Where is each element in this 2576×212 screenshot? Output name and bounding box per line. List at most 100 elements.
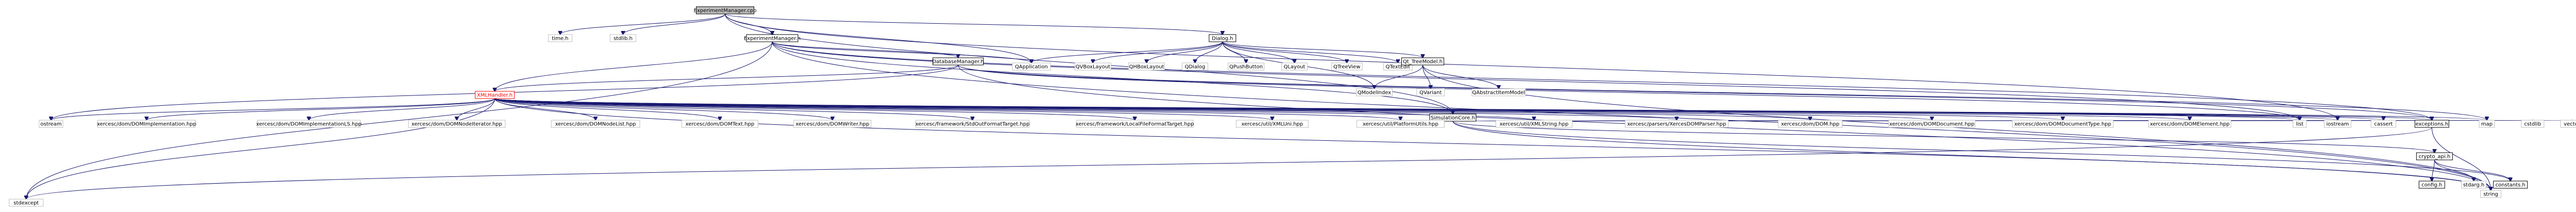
node-layer: ExperimentManager.cpp time.h stdlib.h Exper…	[9, 6, 2576, 207]
edge-xmlh-to-dom-impl-ls	[309, 98, 495, 120]
node-simcore[interactable]: SimulationCore.h	[1429, 113, 1477, 122]
node-label: QModelIndex	[1358, 90, 1392, 96]
node-box	[2324, 120, 2351, 128]
node-box	[1012, 62, 1051, 71]
node-constants[interactable]: constants.h	[2493, 181, 2528, 189]
node-label: xercesc/dom/DOMImplementationLS.hpp	[256, 122, 362, 127]
node-label: xercesc/dom/DOMWriter.hpp	[795, 122, 869, 127]
node-dialog[interactable]: Dialog.h	[1209, 34, 1236, 42]
node-box	[257, 120, 361, 128]
edge-dbm-to-xmlh	[495, 64, 959, 91]
node-box	[2480, 190, 2502, 198]
node-box	[2414, 120, 2449, 128]
node-qmodelindex: QModelIndex	[1356, 88, 1393, 96]
edge-simcore-to-constants	[1452, 121, 2511, 181]
node-box	[1128, 62, 1165, 71]
node-label: ExperimentManager.cpp	[693, 8, 756, 14]
node-exceptions[interactable]: exceptions.h	[2414, 120, 2449, 128]
node-box	[2560, 120, 2576, 128]
node-box	[1356, 88, 1393, 96]
edge-emh-to-qapp	[772, 41, 1031, 63]
node-box	[1624, 120, 1728, 128]
edge-exceptions-to-stdexcept	[26, 127, 2432, 199]
node-config[interactable]: config.h	[2418, 181, 2445, 189]
edge-emh-to-dbm	[772, 41, 958, 58]
node-label: time.h	[552, 36, 568, 42]
node-list: list	[2293, 120, 2307, 128]
node-box	[1331, 62, 1363, 71]
node-box	[39, 120, 63, 128]
edge-emh-to-xmlh	[495, 41, 773, 91]
node-stdarg: stdarg.h	[2461, 181, 2487, 189]
node-box	[551, 120, 640, 128]
node-dbm[interactable]: DatabaseManager.h	[933, 57, 984, 66]
node-label: xercesc/parsers/XercesDOMParser.hpp	[1627, 122, 1726, 127]
node-label: stdlib.h	[614, 36, 633, 42]
node-label: Qt_TreeModel.h	[1403, 59, 1443, 65]
node-stdlib: stdlib.h	[609, 34, 636, 42]
node-label: QHBoxLayout	[1129, 64, 1164, 70]
node-box	[1416, 88, 1445, 96]
node-box	[1401, 57, 1445, 66]
node-emh[interactable]: ExperimentManager.h	[744, 34, 801, 42]
node-qdialog: QDialog	[1181, 62, 1208, 71]
edge-crypto-to-stdarg	[2434, 159, 2473, 181]
edge-dialog-to-qttree	[1222, 41, 1423, 58]
edge-xmlh-to-dom-writer	[494, 98, 832, 120]
node-time: time.h	[548, 34, 572, 42]
edge-root-to-stdlib	[623, 13, 725, 35]
node-box	[609, 34, 636, 42]
edge-xmlh-to-stdexcept	[26, 98, 495, 199]
node-box	[408, 120, 506, 128]
edge-xmlh-to-localfile-target	[494, 98, 1134, 120]
edge-dbm-to-list	[958, 64, 2300, 120]
node-label: QVariant	[1419, 90, 1442, 96]
node-label: exceptions.h	[2415, 122, 2448, 127]
node-label: QTreeView	[1333, 64, 1360, 70]
node-qttree[interactable]: Qt_TreeModel.h	[1401, 57, 1445, 66]
edge-emh-to-stdexcept	[26, 41, 773, 199]
node-root: ExperimentManager.cpp	[693, 6, 756, 14]
node-stdout-target: xercesc/framework/StdOutFormatTarget.hpp	[916, 120, 1030, 128]
node-map: map	[2479, 120, 2495, 128]
edge-xmlh-to-platform	[494, 98, 1400, 120]
node-xmlh[interactable]: XMLHandler.h	[474, 91, 515, 99]
node-label: xercesc/util/XMLString.hpp	[1500, 122, 1569, 127]
node-label: xercesc/dom/DOMImplementation.hpp	[97, 122, 196, 127]
node-qpush: QPushButton	[1228, 62, 1265, 71]
edge-root-to-time	[560, 13, 725, 35]
node-label: QPushButton	[1229, 64, 1263, 70]
edge-simcore-to-string	[1452, 121, 2491, 190]
node-label: xercesc/dom/DOMText.hpp	[685, 122, 754, 127]
node-box	[2479, 120, 2495, 128]
node-xmlstring: xercesc/util/XMLString.hpp	[1495, 120, 1572, 128]
node-localfile-target: xercesc/framework/LocalFileFormatTarget.…	[1076, 120, 1194, 128]
edge-emh-to-list	[772, 41, 2300, 120]
node-label: crypto_api.h	[2418, 154, 2450, 160]
node-dom-doc: xercesc/dom/DOMDocument.hpp	[1888, 120, 1976, 128]
node-crypto[interactable]: crypto_api.h	[2416, 152, 2453, 160]
node-box	[933, 57, 984, 66]
edge-emh-to-simcore	[772, 41, 1453, 114]
node-qabsitem: QAbstractItemModel	[1471, 88, 1526, 96]
node-label: vector	[2564, 122, 2576, 127]
edge-emh-to-exceptions	[772, 41, 2432, 120]
node-iostream: iostream	[2324, 120, 2351, 128]
edge-xmlh-to-dom-impl	[147, 98, 495, 120]
node-box	[2418, 181, 2445, 189]
edge-emh-to-string	[772, 41, 2491, 190]
node-domparser: xercesc/parsers/XercesDOMParser.hpp	[1624, 120, 1728, 128]
node-cstdlib: cstdlib	[2521, 120, 2545, 128]
edge-root-to-dialog	[724, 13, 1222, 35]
edge-dialog-to-qhbox	[1146, 41, 1223, 63]
node-dom-impl: xercesc/dom/DOMImplementation.hpp	[97, 120, 196, 128]
node-box	[1888, 120, 1976, 128]
node-box	[1209, 34, 1236, 42]
node-label: QAbstractItemModel	[1472, 90, 1526, 96]
node-label: xercesc/dom/DOMDocumentType.hpp	[2014, 122, 2111, 127]
node-label: QApplication	[1015, 64, 1048, 70]
node-dom-writer: xercesc/dom/DOMWriter.hpp	[793, 120, 872, 128]
node-label: xercesc/dom/DOMElement.hpp	[2150, 122, 2230, 127]
node-label: xercesc/framework/StdOutFormatTarget.hpp	[916, 122, 1030, 127]
